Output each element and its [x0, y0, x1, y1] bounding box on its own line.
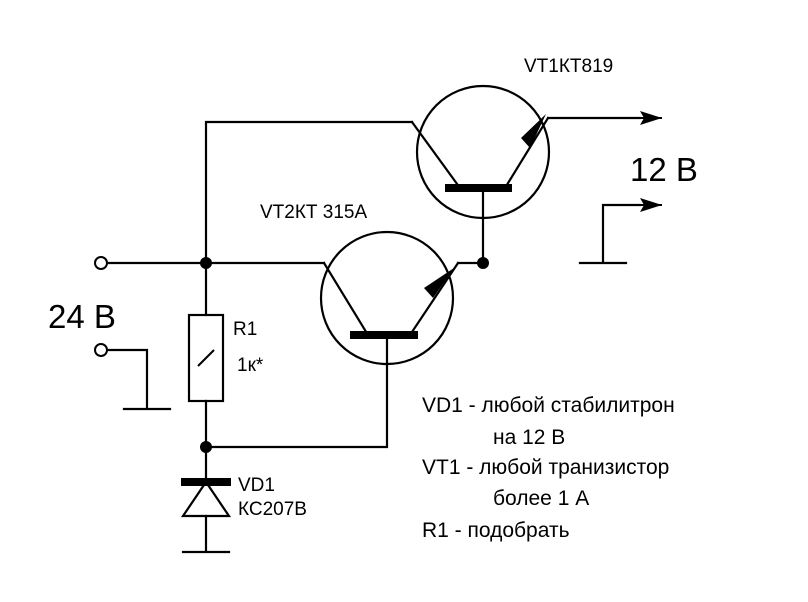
wire-input-ground [104, 348, 172, 411]
vd1-zener-diode [180, 478, 232, 518]
wire-output-ground [578, 203, 642, 265]
vt1-transistor [410, 84, 551, 220]
output-arrow-top [640, 111, 662, 125]
wire-vt2-base [204, 333, 389, 449]
vd1-part-label: КС207В [238, 499, 307, 520]
input-terminal-negative [94, 343, 108, 357]
note-line-2: на 12 В [493, 426, 566, 449]
vd1-name-label: VD1 [238, 475, 275, 496]
vt1-label: VT1КТ819 [524, 56, 614, 77]
input-voltage-label: 24 В [48, 298, 116, 335]
note-line-3: VT1 - любой транизистор [422, 456, 670, 479]
wire-vt1-collector [204, 120, 414, 265]
vt2-label: VT2КТ 315А [260, 202, 368, 223]
note-line-5: R1 - подобрать [422, 519, 570, 542]
vt2-transistor [319, 230, 460, 366]
wire-zener-ground [181, 514, 231, 554]
junction-input [200, 257, 212, 269]
junction-zener [200, 441, 212, 453]
junction-vt1-base [477, 257, 489, 269]
note-line-1: VD1 - любой стабилитрон [422, 394, 675, 417]
input-terminal-positive [94, 256, 108, 270]
output-voltage-label: 12 В [630, 151, 698, 188]
output-arrow-bottom [640, 198, 662, 212]
note-line-4: более 1 А [493, 487, 590, 510]
r1-name-label: R1 [233, 319, 258, 340]
r1-value-label: 1к* [237, 355, 264, 376]
r1-resistor [187, 313, 225, 403]
